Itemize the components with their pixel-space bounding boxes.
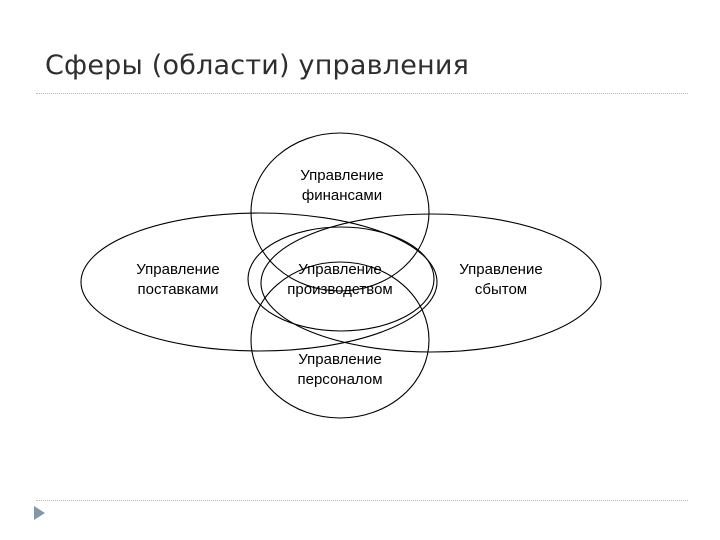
label-sales-line1: Управление: [459, 261, 543, 278]
label-production: Управление производством: [287, 260, 392, 300]
label-supply: Управление поставками: [136, 260, 219, 300]
ellipse-sales: [260, 213, 602, 353]
ellipse-production: [247, 226, 435, 332]
footer-divider: [36, 500, 688, 501]
label-personnel: Управление персоналом: [297, 350, 382, 390]
label-supply-line1: Управление: [136, 261, 220, 278]
label-supply-line2: поставками: [137, 281, 219, 298]
page-title: Сферы (области) управления: [45, 50, 470, 81]
label-production-line2: производством: [287, 281, 393, 298]
label-sales-line2: сбытом: [474, 281, 528, 298]
label-finance-line2: финансами: [301, 187, 383, 204]
next-slide-arrow-icon[interactable]: [34, 506, 45, 520]
label-personnel-line1: Управление: [298, 351, 382, 368]
label-production-line1: Управление: [298, 261, 382, 278]
label-personnel-line2: персоналом: [297, 371, 383, 388]
label-finance-line1: Управление: [300, 167, 384, 184]
label-finance: Управление финансами: [300, 166, 383, 206]
title-divider: [36, 93, 688, 94]
ellipse-personnel: [250, 261, 430, 419]
ellipse-finance: [250, 132, 430, 292]
label-sales: Управление сбытом: [459, 260, 542, 300]
ellipse-supply: [80, 212, 438, 352]
